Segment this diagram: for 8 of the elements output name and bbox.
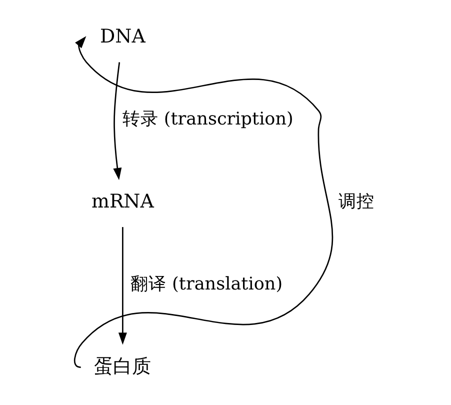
arrow	[113, 62, 122, 180]
node-text: 蛋白质	[94, 355, 152, 378]
edge-label: 调控	[338, 192, 374, 212]
arrow	[118, 227, 127, 345]
node-text: DNA	[100, 26, 146, 48]
node-text: mRNA	[92, 190, 154, 212]
edge-label: 翻译 (translation)	[130, 274, 283, 294]
edge-label: 转录 (transcription)	[122, 110, 294, 130]
